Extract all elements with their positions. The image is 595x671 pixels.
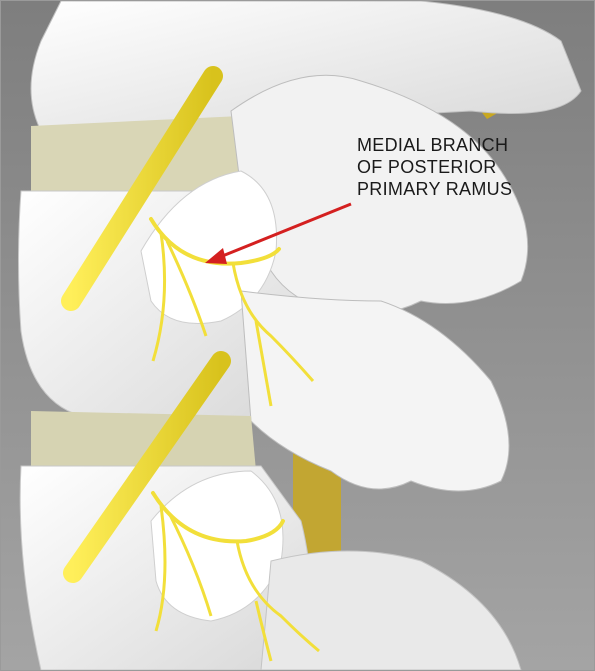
label-line-3: PRIMARY RAMUS xyxy=(357,178,587,200)
label-line-1: MEDIAL BRANCH xyxy=(357,134,587,156)
label-line-2: OF POSTERIOR xyxy=(357,156,587,178)
anatomy-label: MEDIAL BRANCH OF POSTERIOR PRIMARY RAMUS xyxy=(357,134,587,200)
